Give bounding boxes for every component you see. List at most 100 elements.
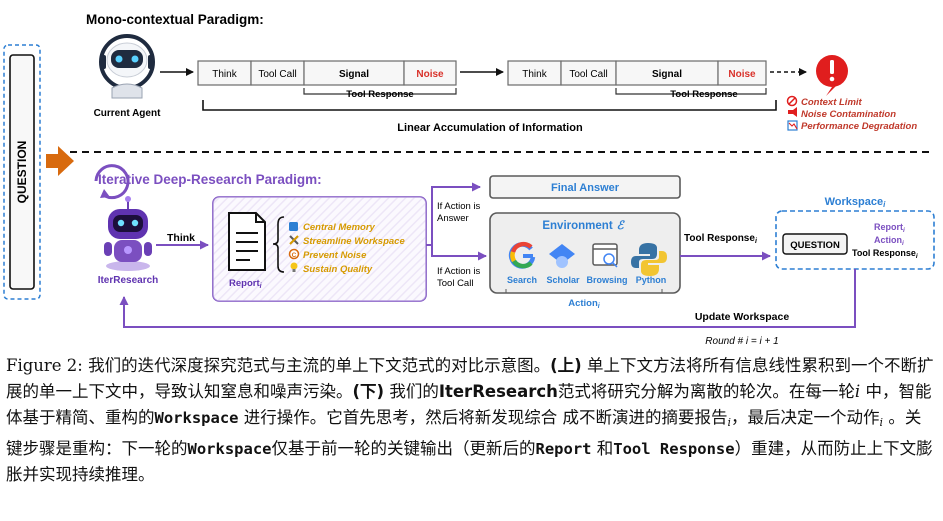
caption-text: 中，智能体基于精简、重构的 [6,382,932,427]
action-brace [505,289,663,294]
step-think: Think [522,69,547,80]
caption-text: 我们的 [389,382,439,401]
context-sequence-2: Think Tool Call Signal Noise [507,60,767,86]
step-signal: Signal [652,69,682,80]
bottom-title: Iterative Deep-Research Paradigm: [98,172,322,187]
current-agent-icon [99,34,155,99]
accumulation-label: Linear Accumulation of Information [397,122,583,134]
caption-bottom-marker: (下) [352,382,385,401]
caption-report: Report [535,440,592,458]
current-agent-label: Current Agent [94,108,162,119]
tool-python: Python [636,275,667,285]
tool-browsing: Browsing [586,275,627,285]
feature-central-memory: Central Memory [303,222,376,233]
tool-response-label-2: Tool Response [670,89,737,100]
cycle-icon [94,164,130,200]
tool-response-brace-2 [615,88,767,95]
caption-text: 进行操作。它首先思考，然后将新发现综合 成不断演进的摘要报告 [243,408,728,427]
accumulation-bracket [202,100,777,111]
report-features: Central Memory Streamline Workspace C Pr… [288,222,405,275]
caption-var-i: i [854,382,861,401]
caption-top-marker: (上) [550,356,582,375]
step-signal: Signal [339,69,369,80]
alert-icon [816,55,848,96]
memory-icon [289,222,298,231]
iterresearch-label: IterResearch [98,275,159,286]
lightbulb-icon [290,262,298,272]
caption-text: ）重建，从而防止上下文膨胀并实现持续推理。 [6,439,933,484]
feature-sustain-quality: Sustain Quality [303,264,373,275]
report-document-icon [228,212,266,271]
feature-prevent-noise: Prevent Noise [303,250,367,261]
report-label: Reporti [229,278,263,290]
failure-context-limit: Context Limit [801,97,863,108]
paradigm-diagram: Mono-contextual Paradigm: Current Agent … [3,12,935,347]
caption-text: ，最后决定一个动作 [731,408,880,427]
question-panel-outline [3,44,41,300]
branch-tool-arrow [431,245,487,261]
workspace-title: Workspacei [825,196,887,209]
google-search-icon [508,241,536,269]
feature-streamline-workspace: Streamline Workspace [303,236,405,247]
browsing-icon [592,243,618,268]
tools-icon [289,235,299,245]
caption-text: 仅基于前一轮的关键输出（更新后的 [271,439,536,458]
step-tool-call: Tool Call [569,69,607,80]
update-workspace-loop [119,269,856,328]
failure-list: Context Limit Noise Contamination Perfor… [786,95,917,132]
noise-block-icon: C [288,248,300,260]
no-entry-icon [786,95,798,107]
question-label: QUESTION [15,141,29,204]
caption-workspace: Workspace [187,440,272,458]
step-think: Think [212,69,237,80]
ws-question-box [782,233,848,255]
megaphone-icon [788,107,797,117]
scholar-icon [549,244,575,268]
tool-response-out-label: Tool Responsei [684,233,758,245]
report-box [212,196,427,302]
step-tool-call: Tool Call [258,69,296,80]
ws-question-label: QUESTION [790,240,840,251]
tool-response-brace-1 [303,88,457,95]
caption-sub: i [879,416,884,429]
python-icon [631,243,667,276]
tool-response-label-1: Tool Response [346,89,413,100]
iterresearch-robot-icon [104,196,152,271]
svg-text:C: C [292,252,297,259]
step-noise: Noise [728,69,756,80]
failure-noise-contamination: Noise Contamination [801,109,896,120]
step-noise: Noise [416,69,444,80]
think-label: Think [167,232,195,244]
caption-text: 。关键步骤是重构：下一轮的 [6,408,922,458]
caption-iterresearch: IterResearch [438,382,558,401]
caption-text: 我们的迭代深度探究范式与主流的单上下文范式的对比示意图。 [88,356,551,375]
caption-figure-number: Figure 2: [6,356,83,375]
failure-performance-degradation: Performance Degradation [801,121,917,132]
ws-report-label: Reporti [874,222,905,234]
final-answer-box [489,175,681,199]
tool-scholar: Scholar [546,275,580,285]
caption-workspace: Workspace [154,409,239,427]
branch-answer-arrow [431,182,481,245]
round-label: Round # i = i + 1 [705,336,778,347]
ws-action-label: Actioni [874,235,904,247]
update-workspace-label: Update Workspace [695,311,789,323]
caption-tool-response: Tool Response [613,440,735,458]
context-sequence-1: Think Tool Call Signal Noise [197,60,457,86]
caption-sub: i [727,416,732,429]
question-pointer-arrow [46,146,74,176]
question-panel [9,54,35,290]
ws-tool-response-label: Tool Responsei [852,248,918,260]
top-title: Mono-contextual Paradigm: [86,12,264,27]
tool-search: Search [507,275,537,285]
action-label: Actioni [568,298,601,310]
figure-caption: Figure 2: 我们的迭代深度探究范式与主流的单上下文范式的对比示意图。(上… [6,353,936,488]
report-features-brace [272,216,285,273]
caption-text: 和 [596,439,614,458]
caption-text: 单上下文方法将所有信息线性累积到一个不断扩展的单一上下文中，导致认知窒息和噪声污… [6,356,934,401]
final-answer-label: Final Answer [551,182,620,194]
caption-text: 范式将研究分解为离散的轮次。在每一轮 [557,382,855,401]
